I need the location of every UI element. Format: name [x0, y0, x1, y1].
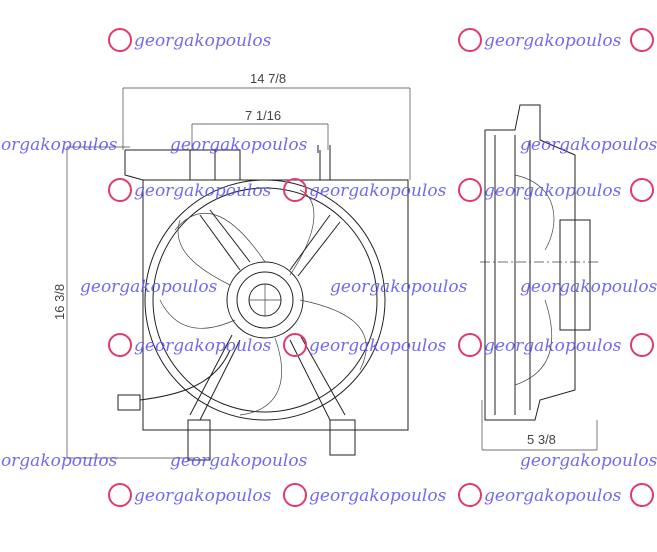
svg-text:georgakopoulos: georgakopoulos — [134, 31, 272, 51]
svg-text:georgakopoulos: georgakopoulos — [309, 181, 447, 201]
svg-text:georgakopoulos: georgakopoulos — [330, 277, 468, 297]
dimension-side-depth: 5 3/8 — [481, 400, 598, 451]
svg-text:georgakopoulos: georgakopoulos — [484, 31, 622, 51]
svg-text:georgakopoulos: georgakopoulos — [520, 135, 657, 155]
dimension-inner-width: 7 1/16 — [191, 108, 329, 150]
svg-text:georgakopoulos: georgakopoulos — [484, 336, 622, 356]
dimension-front-width: 14 7/8 — [122, 71, 411, 180]
svg-text:georgakopoulos: georgakopoulos — [134, 486, 272, 506]
svg-text:georgakopoulos: georgakopoulos — [309, 336, 447, 356]
svg-text:georgakopoulos: georgakopoulos — [520, 451, 657, 471]
dimension-label: 14 7/8 — [250, 71, 286, 86]
svg-text:georgakopoulos: georgakopoulos — [484, 486, 622, 506]
front-view — [117, 145, 409, 461]
svg-text:georgakopoulos: georgakopoulos — [134, 336, 272, 356]
svg-text:georgakopoulos: georgakopoulos — [80, 277, 218, 297]
svg-text:georgakopoulos: georgakopoulos — [0, 451, 118, 471]
side-view — [480, 104, 600, 421]
dimension-label: 7 1/16 — [245, 108, 281, 123]
svg-text:georgakopoulos: georgakopoulos — [484, 181, 622, 201]
svg-text:georgakopoulos: georgakopoulos — [0, 135, 118, 155]
dimension-label: 5 3/8 — [527, 432, 556, 447]
svg-text:georgakopoulos: georgakopoulos — [520, 277, 657, 297]
svg-text:georgakopoulos: georgakopoulos — [170, 135, 308, 155]
dimension-label: 16 3/8 — [52, 284, 67, 320]
svg-text:georgakopoulos: georgakopoulos — [309, 486, 447, 506]
dimension-height: 16 3/8 — [52, 146, 195, 459]
svg-text:georgakopoulos: georgakopoulos — [134, 181, 272, 201]
svg-text:georgakopoulos: georgakopoulos — [170, 451, 308, 471]
watermark-layer: georgakopoulos georgakopoulos georgakopo… — [0, 28, 657, 507]
